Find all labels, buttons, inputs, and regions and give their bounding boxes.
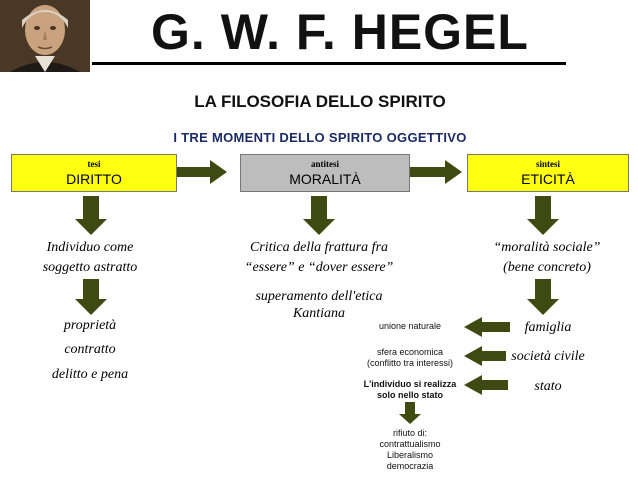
box-eticita: sintesi ETICITÀ — [467, 154, 629, 192]
box-moralita-label: MORALITÀ — [289, 171, 361, 187]
box-diritto-label: DIRITTO — [66, 171, 122, 187]
eticita-item-famiglia: famiglia — [524, 320, 572, 335]
note-rifiuto-line4: democrazia — [386, 461, 434, 471]
eticita-item-societa: società civile — [511, 349, 585, 364]
box-diritto: tesi DIRITTO — [11, 154, 177, 192]
arrow-left-societa — [464, 346, 506, 366]
arrow-right-1 — [177, 160, 227, 184]
arrow-down-diritto-2 — [75, 279, 107, 315]
arrow-down-eticita — [527, 196, 559, 235]
note-stato-line2: solo nello stato — [376, 390, 443, 400]
diritto-item-delitto: delitto e pena — [51, 367, 129, 382]
moralita-note: superamento dell'etica Kantiana — [224, 288, 414, 322]
note-famiglia: unione naturale — [378, 321, 442, 331]
arrow-down-eticita-2 — [527, 279, 559, 315]
note-societa: sfera economica (conflitto tra interessi… — [348, 347, 472, 369]
moralita-desc-line1: Critica della frattura fra — [249, 240, 389, 255]
hegel-portrait — [0, 0, 90, 72]
moralita-note-line1: superamento dell'etica — [255, 289, 383, 304]
moralita-desc-line2: “essere” e “dover essere” — [244, 260, 394, 275]
arrow-right-2 — [410, 160, 462, 184]
arrow-left-stato — [464, 375, 508, 395]
arrow-down-stato — [399, 402, 421, 424]
arrow-left-famiglia — [464, 317, 510, 337]
box-diritto-tag: tesi — [87, 159, 101, 169]
box-moralita: antitesi MORALITÀ — [240, 154, 410, 192]
box-moralita-tag: antitesi — [311, 159, 339, 169]
diritto-desc-line2: soggetto astratto — [42, 260, 138, 275]
page-title: G. W. F. HEGEL — [151, 4, 529, 60]
eticita-item-stato: stato — [534, 379, 562, 394]
note-societa-line2: (conflitto tra interessi) — [366, 358, 454, 368]
note-rifiuto-line2: contrattualismo — [379, 439, 441, 449]
diritto-item-contratto: contratto — [64, 342, 116, 357]
subtitle: LA FILOSOFIA DELLO SPIRITO — [194, 92, 446, 111]
note-rifiuto: rifiuto di: contrattualismo Liberalismo … — [360, 428, 460, 472]
moralita-note-line2: Kantiana — [292, 306, 346, 321]
diritto-desc-line1: Individuo come — [46, 240, 134, 255]
arrow-down-diritto — [75, 196, 107, 235]
arrow-down-moralita — [303, 196, 335, 235]
box-eticita-label: ETICITÀ — [521, 171, 575, 187]
title-underline — [92, 62, 566, 65]
diritto-item-proprieta: proprietà — [63, 318, 117, 333]
diritto-description: Individuo come soggetto astratto — [0, 238, 180, 278]
note-stato-line1: L'individuo si realizza — [363, 379, 457, 389]
eticita-desc-line1: “moralità sociale” — [493, 240, 601, 255]
note-rifiuto-line1: rifiuto di: — [392, 428, 427, 438]
note-societa-line1: sfera economica — [376, 347, 444, 357]
eticita-description: “moralità sociale” (bene concreto) — [462, 238, 632, 278]
section-heading: I TRE MOMENTI DELLO SPIRITO OGGETTIVO — [173, 130, 467, 145]
eticita-desc-line2: (bene concreto) — [503, 260, 591, 275]
moralita-description: Critica della frattura fra “essere” e “d… — [214, 238, 424, 278]
note-rifiuto-line3: Liberalismo — [386, 450, 434, 460]
box-eticita-tag: sintesi — [535, 159, 560, 169]
note-stato: L'individuo si realizza solo nello stato — [346, 379, 474, 401]
